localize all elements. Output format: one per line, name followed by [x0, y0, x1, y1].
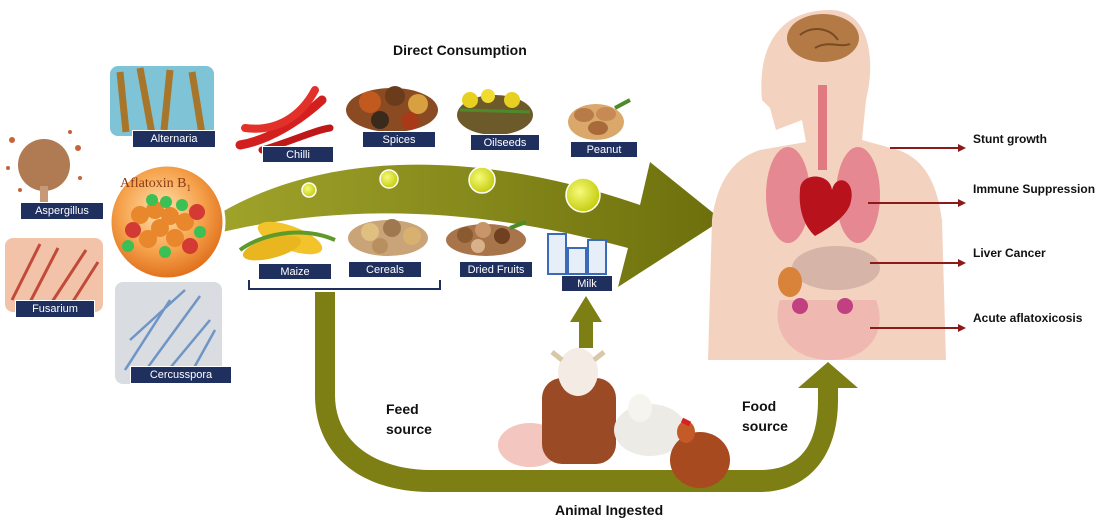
aflatoxin-title: Aflatoxin B1 [120, 176, 191, 193]
bubble [301, 182, 317, 198]
dried-fruits-image [446, 220, 527, 256]
milk-arrow [570, 296, 602, 348]
fusarium-image [5, 238, 103, 312]
chilli-image [235, 86, 334, 154]
effect-arrows [868, 144, 966, 332]
effect-immune-suppression: Immune Suppression [973, 182, 1096, 196]
fungus-label-fusarium: Fusarium [15, 300, 95, 318]
aspergillus-image [6, 130, 82, 210]
fungus-label-aspergillus: Aspergillus [20, 202, 104, 220]
food-label-peanut: Peanut [570, 141, 638, 158]
fungus-label-cercusspora: Cercusspora [130, 366, 232, 384]
effect-acute-aflatoxicosis: Acute aflatoxicosis [973, 311, 1083, 325]
food-source-line1: Food [742, 398, 777, 414]
bubble [565, 177, 601, 213]
brain [787, 14, 859, 62]
food-label-chilli: Chilli [262, 146, 334, 163]
feed-source-line1: Feed [386, 401, 419, 417]
effect-liver-cancer: Liver Cancer [973, 246, 1046, 260]
food-label-cereals: Cereals [348, 261, 422, 278]
animal-ingested-heading: Animal Ingested [555, 502, 664, 518]
fungus-label-alternaria: Alternaria [132, 130, 216, 148]
feed-food-arrow [315, 292, 858, 492]
food-label-milk: Milk [561, 275, 613, 292]
food-label-maize: Maize [258, 263, 332, 280]
cercospora-image [115, 282, 222, 384]
liver [792, 246, 880, 290]
bubble [379, 169, 399, 189]
maize-image [238, 221, 336, 261]
effect-stunt-growth: Stunt growth [973, 132, 1047, 146]
bubble [468, 166, 496, 194]
food-label-dried-fruits: Dried Fruits [459, 261, 533, 278]
crop-bracket [248, 280, 441, 290]
food-label-spices: Spices [362, 131, 436, 148]
food-label-oilseeds: Oilseeds [470, 134, 540, 151]
alternaria-image [110, 66, 214, 136]
milk-image [547, 233, 607, 275]
oilseeds-image [457, 89, 533, 135]
heart [799, 176, 852, 236]
food-source-line2: source [742, 418, 788, 434]
molecule-atoms [122, 194, 206, 258]
spices-image [346, 86, 438, 132]
cereals-image [348, 219, 428, 256]
intestines [777, 300, 880, 360]
aflatoxin-subscript: 1 [186, 182, 192, 193]
peanut-image [568, 98, 631, 140]
feed-source-line2: source [386, 421, 432, 437]
aflatoxin-name: Aflatoxin B [120, 176, 187, 191]
direct-consumption-heading: Direct Consumption [393, 42, 527, 58]
human-body-image [708, 10, 946, 360]
animals-image [498, 348, 730, 488]
